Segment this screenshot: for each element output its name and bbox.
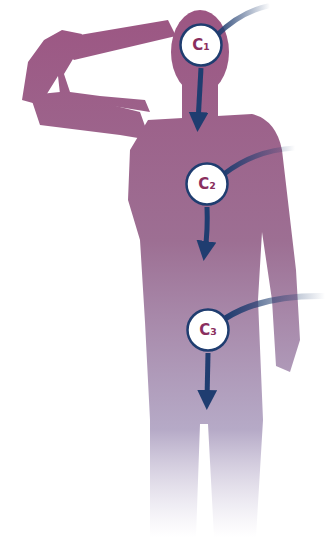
incoming-curves [216,6,325,318]
downward-arrow [205,207,207,251]
stage-circle: C₁ [179,23,223,67]
incoming-curve [216,6,268,36]
stage-circle: C₃ [186,308,230,352]
incoming-curve [226,296,325,318]
incoming-curve [224,148,295,174]
stage-circle: C₂ [185,162,229,206]
circle-label: C₂ [185,162,229,206]
downward-arrow [198,68,201,122]
downward-arrow [207,353,208,400]
circle-label: C₃ [186,308,230,352]
circle-label: C₁ [179,23,223,67]
human-silhouette [22,10,300,537]
